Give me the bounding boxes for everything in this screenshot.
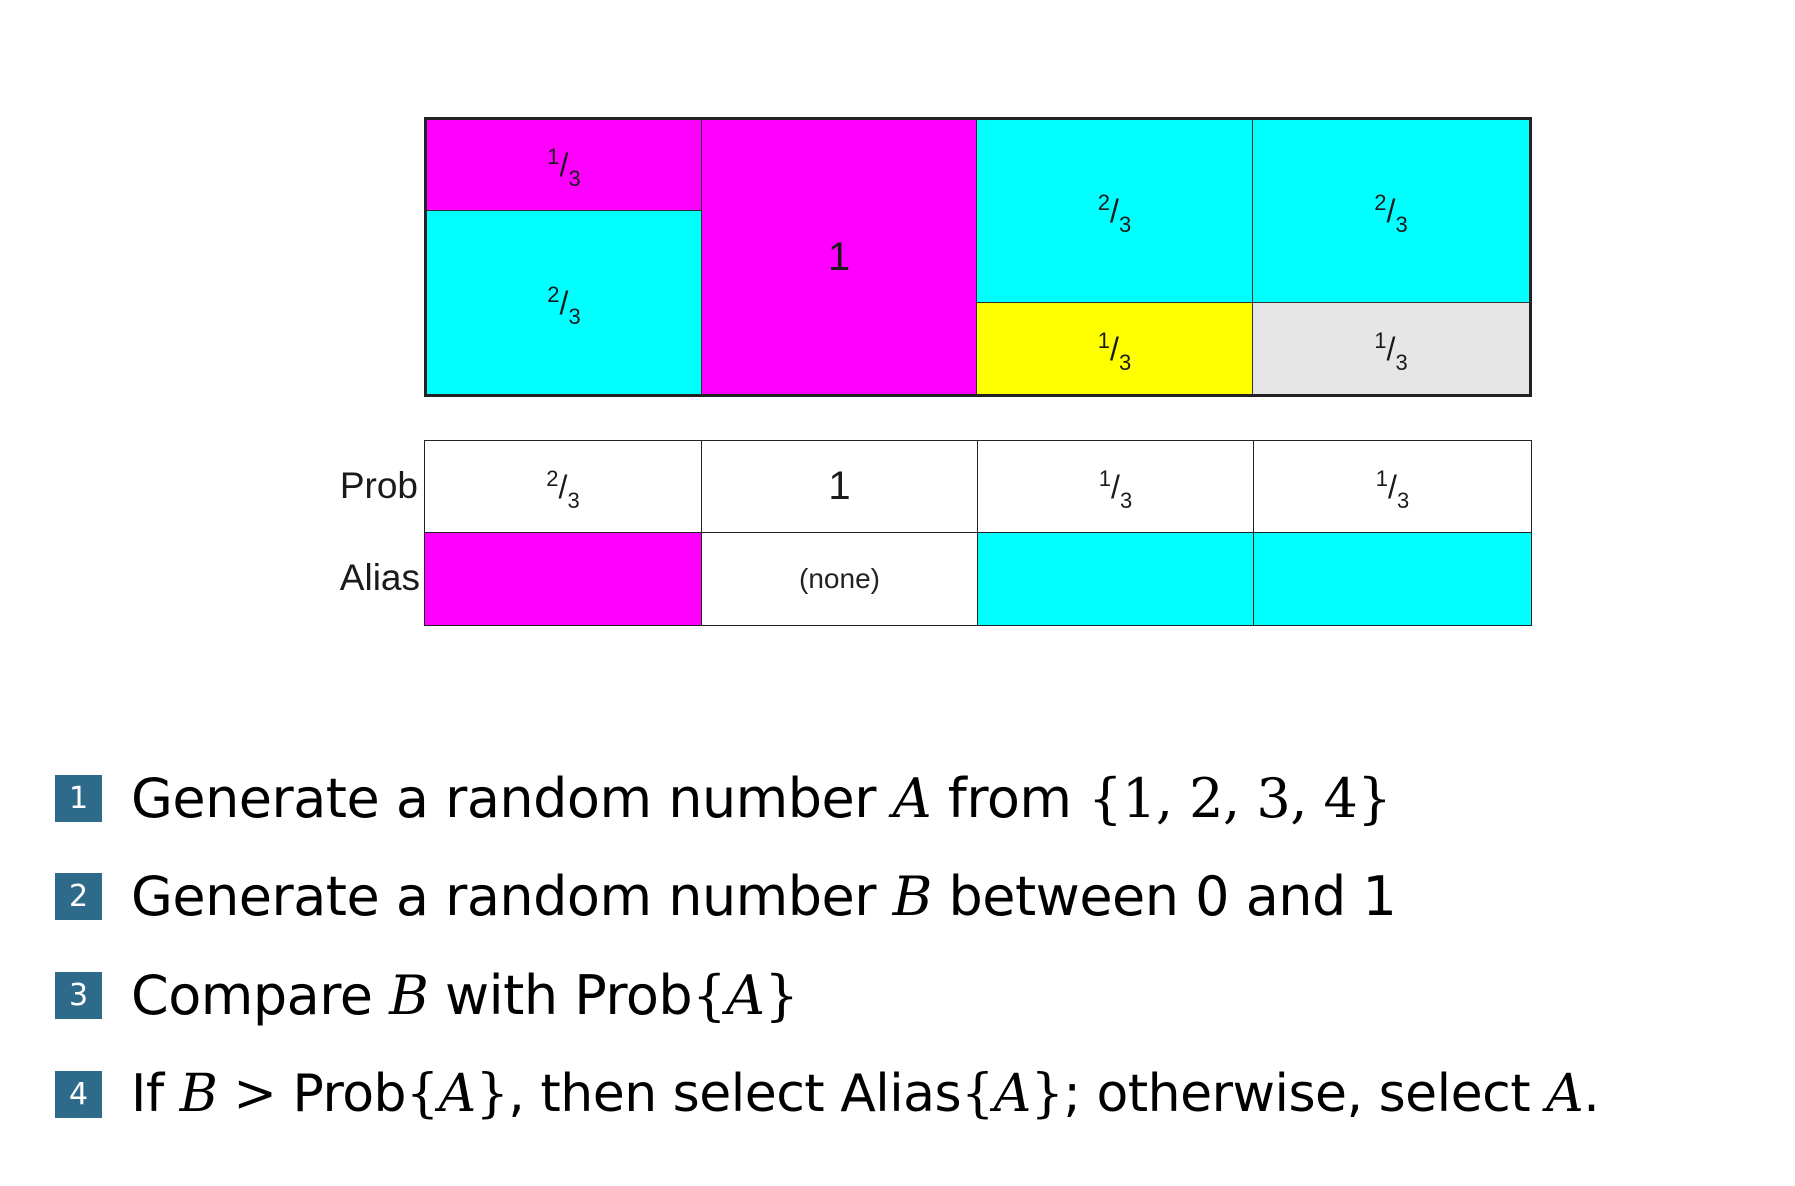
fraction: 2/3 xyxy=(1374,190,1408,237)
step-2: 2 Generate a random number B between 0 a… xyxy=(55,864,1397,928)
step-text: If B > Prob{A}, then select Alias{A}; ot… xyxy=(131,1064,1600,1124)
step-4: 4 If B > Prob{A}, then select Alias{A}; … xyxy=(55,1064,1600,1124)
fraction: 2/3 xyxy=(546,465,580,513)
fraction: 1/3 xyxy=(1097,327,1132,375)
alias-none: (none) xyxy=(799,563,880,594)
step-number-badge: 4 xyxy=(55,1070,102,1118)
step-number-badge: 3 xyxy=(55,971,102,1019)
top-col1-cyan: 2/3 xyxy=(427,211,702,394)
prob-alias-table xyxy=(424,440,1532,626)
fraction: 1/3 xyxy=(1098,465,1133,513)
prob-cell-2: 1 xyxy=(702,441,978,533)
alias-diagram-top xyxy=(424,117,1532,397)
step-number-badge: 1 xyxy=(55,774,102,822)
prob-cell-4: 1/3 xyxy=(1254,441,1531,533)
alias-cell-3 xyxy=(978,533,1254,625)
top-col1-magenta: 1/3 xyxy=(427,120,702,211)
prob-cell-3: 1/3 xyxy=(978,441,1254,533)
step-text: Compare B with Prob{A} xyxy=(131,963,799,1027)
top-col3-yellow: 1/3 xyxy=(977,303,1253,394)
fraction: 1/3 xyxy=(1375,465,1410,513)
step-text: Generate a random number B between 0 and… xyxy=(131,864,1397,928)
step-text: Generate a random number A from {1, 2, 3… xyxy=(131,766,1392,830)
prob-cell-1: 2/3 xyxy=(425,441,702,533)
fraction: 1/3 xyxy=(547,144,581,191)
fraction: 1/3 xyxy=(1374,327,1408,375)
value-one: 1 xyxy=(828,464,851,508)
fraction: 2/3 xyxy=(1097,190,1132,237)
value-one: 1 xyxy=(827,234,851,279)
step-number-badge: 2 xyxy=(55,872,102,920)
top-col4-cyan: 2/3 xyxy=(1253,120,1529,303)
alias-cell-1 xyxy=(425,533,702,625)
top-col3-cyan: 2/3 xyxy=(977,120,1253,303)
prob-row-label: Prob xyxy=(339,465,418,506)
alias-cell-2: (none) xyxy=(702,533,978,625)
step-3: 3 Compare B with Prob{A} xyxy=(55,963,799,1027)
top-col2-magenta: 1 xyxy=(702,120,977,394)
alias-row-label: Alias xyxy=(339,557,420,598)
fraction: 2/3 xyxy=(547,281,581,329)
alias-cell-4 xyxy=(1254,533,1531,625)
top-col4-gray: 1/3 xyxy=(1253,303,1529,394)
step-1: 1 Generate a random number A from {1, 2,… xyxy=(55,766,1392,830)
